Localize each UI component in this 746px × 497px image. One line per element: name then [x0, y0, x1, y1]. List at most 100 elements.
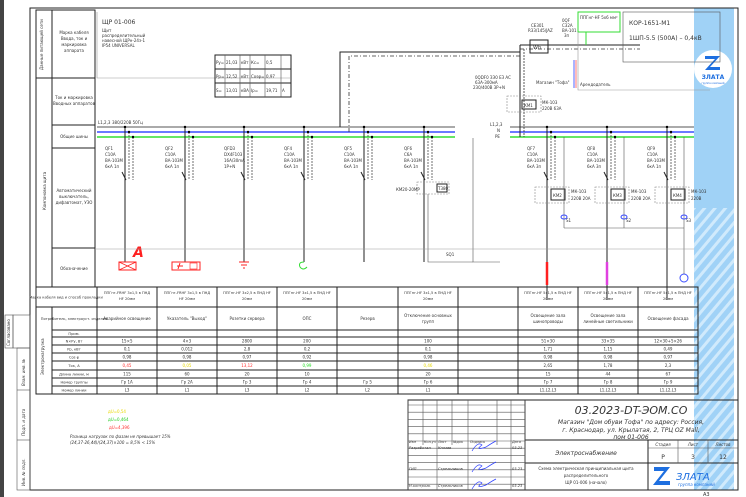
km1-label-2: 220В 63А: [542, 106, 562, 111]
breaker-label: C10A: [527, 152, 538, 157]
breaker-label: ВА-103М: [284, 158, 303, 163]
company-sub: группа компаний: [678, 482, 715, 487]
breaker-label: QF8: [587, 146, 595, 151]
breaker-label: C10A: [647, 152, 658, 157]
format-label: А3: [703, 492, 710, 497]
stage-label: Стадия: [655, 442, 671, 447]
cell-length: 20: [244, 372, 250, 377]
cell-line: L1: [185, 388, 190, 393]
person-role: Н.контроль: [409, 484, 431, 488]
cell-group: Гр 8: [604, 380, 613, 385]
cell-line: L1,L2,L3: [540, 388, 557, 393]
breaker-label: QF1: [105, 146, 113, 151]
breaker-label: C10A: [587, 152, 598, 157]
binding-edge: [0, 0, 4, 497]
panel-param-cell: 0,97: [266, 74, 275, 79]
relay-coil: Т380: [437, 186, 449, 191]
breaker-label: ВА-103М: [105, 158, 124, 163]
consumer-label: линейные светильники: [583, 319, 633, 324]
panel-param-cell: Cosφ=: [251, 74, 264, 79]
cable-label: ППГнг-HF 5х1,5 в ПНД HF: [524, 291, 572, 295]
label-cable-brand-4: аппарата: [64, 48, 84, 53]
cell-length: 10: [304, 372, 310, 377]
breaker-label: 16A/30mA: [224, 158, 245, 163]
panel-param-cell: А: [282, 88, 285, 93]
label-breaker-3: дифавтомат, УЗО: [56, 200, 93, 205]
breaker-label: 1P+N: [224, 164, 235, 169]
cell-line: L3: [245, 388, 250, 393]
table-group-label: Электронагрузка: [40, 338, 45, 375]
km1-label-1: МК-103: [542, 100, 558, 105]
breaker-label: DX4F103: [224, 152, 243, 157]
section-name: Электроснабжение: [554, 450, 617, 457]
cell-line: L3: [125, 388, 130, 393]
label-cable-brand-3: маркировка: [61, 42, 87, 47]
note-line-2: (24,37-26,44)/(24,37)×100 = 8,5% < 15%: [70, 440, 155, 445]
cable-label: 20мм: [663, 297, 673, 301]
relay-output: SQ1: [446, 252, 455, 257]
cell-group: Гр 7: [544, 380, 553, 385]
breaker-label: QF6: [404, 146, 412, 151]
cell-group: Гр 3: [243, 380, 252, 385]
side-agreed: Согласовано: [6, 319, 11, 346]
note-du-red: дU=4,396: [109, 425, 130, 430]
person-name: Князев: [438, 446, 451, 450]
label-designation: Обозначение: [60, 266, 88, 271]
brand-strip: ЗЛАТА группа компаний: [694, 8, 734, 490]
sheets-value: 12: [719, 454, 727, 461]
row-label: Ток, А: [67, 364, 80, 368]
meter-label-2: R33/145/JAZ: [528, 28, 553, 33]
note-du-yellow: дU=0,54: [108, 409, 126, 414]
person-name: Стрельников: [438, 467, 463, 471]
panel-param-cell: Рр=: [216, 74, 224, 79]
cell-pp: 0,2: [304, 347, 311, 352]
feed-cable-label: ППГнг-HF 5х6 мм²: [580, 15, 618, 20]
exit-sign-icon: [171, 261, 201, 271]
breaker-label: 6кА 1п: [284, 164, 299, 169]
rcd-label-3: 230/400В 3Р+N: [473, 85, 505, 90]
contactor-label: МК-103: [571, 189, 587, 194]
brand-logo-sub: группа компаний: [702, 81, 725, 85]
cell-current: 0,45: [123, 363, 132, 368]
breaker-label: QF5: [344, 146, 352, 151]
breaker-label: QF7: [527, 146, 535, 151]
panel-desc-3: навесной ЩРн-24з-1: [102, 38, 146, 43]
cell-cos: 0,97: [243, 355, 252, 360]
row-label: Потребитель, электроуст. изделия: [41, 317, 107, 321]
label-cable-brand-1: Марка кабеля: [59, 30, 89, 35]
socket-icon: [239, 261, 249, 269]
cell-group: Гр 1А: [121, 380, 133, 385]
label-common-bus: Общие шины: [60, 134, 88, 139]
switch-icon: [620, 214, 628, 220]
source-block: ППГнг-HF 5х6 мм² КОР-1651-М1 1ШП-5.5 (50…: [473, 11, 721, 113]
address-3: пом 01-006: [613, 434, 648, 441]
right-bus-pe-label: PE: [495, 134, 500, 139]
breaker-label: C6A: [404, 152, 412, 157]
brand-logo-text: ЗЛАТА: [702, 74, 725, 81]
scheme-1: Схема электрическая принципиальная щита: [538, 466, 634, 471]
panel-desc-4: IP54 UNIVERSAL: [102, 43, 135, 48]
cell-power: 33×35: [601, 339, 615, 344]
col-header: Подпись: [470, 440, 485, 444]
contactor-name: КМ3: [613, 193, 622, 198]
cell-pp: 0,012: [181, 347, 193, 352]
panel-param-cell: кВт: [241, 74, 249, 79]
cell-length: 67: [665, 372, 671, 377]
cell-power: 200: [303, 339, 311, 344]
switch-label: S3: [686, 218, 692, 223]
contactor-label: МК-103: [631, 189, 647, 194]
title-block: 03.2023-DT-ЭОМ.СО Магазин "Дом обуви Тоф…: [407, 399, 739, 497]
consumer-label: Отключение основных: [404, 313, 452, 318]
consumer-label: ОПС: [303, 316, 312, 321]
breaker-label: C10A: [165, 152, 176, 157]
cell-line: L1: [426, 388, 431, 393]
cell-current: 2,3: [665, 363, 672, 368]
bus-voltage-label: 380/220В 50Гц: [112, 120, 143, 125]
person-date: 03.23: [512, 484, 523, 488]
breaker-label: C10A: [344, 152, 355, 157]
